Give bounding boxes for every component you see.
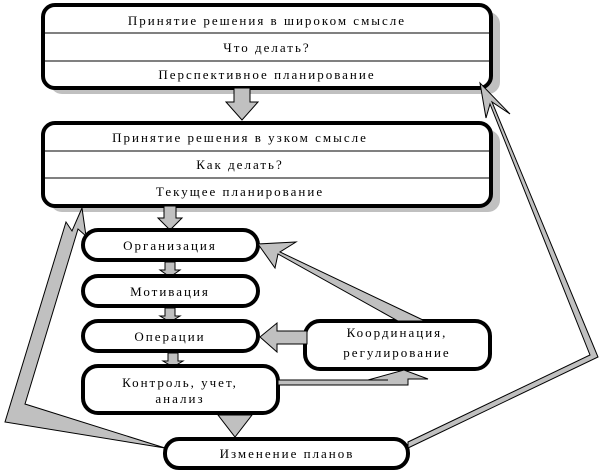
motivation-box <box>81 274 260 308</box>
feedback-arrow-to-tactical-block <box>4 206 166 449</box>
control-label-line2: анализ <box>155 391 204 406</box>
strategic-row-3: Перспективное планирование <box>158 67 375 82</box>
arrow-coordination-to-operations <box>259 321 308 354</box>
organization-box <box>81 228 260 262</box>
tactical-row-3: Текущее планирование <box>156 184 324 199</box>
coordination-label-line1: Координация, <box>347 325 448 340</box>
tactical-row-2: Как делать? <box>196 157 284 172</box>
control-box <box>81 364 280 415</box>
block-frame <box>41 3 493 90</box>
arrow-control-to-plan-change <box>216 414 254 438</box>
plan-change-box <box>163 437 410 470</box>
block-frame <box>41 121 493 208</box>
tactical-decision-block: Принятие решения в узком смысле Как дела… <box>41 121 500 212</box>
arrow-control-to-coordination <box>277 369 429 386</box>
arrow-down-to-organization <box>156 205 184 231</box>
arrow-down-strategic-to-tactical <box>224 87 260 121</box>
feedback-arrow-to-strategic-block <box>407 81 599 449</box>
coordination-label-line2: регулирование <box>343 345 450 360</box>
operations-box <box>81 319 260 353</box>
motivation-label: Мотивация <box>130 284 210 299</box>
organization-label: Организация <box>123 238 217 253</box>
tactical-row-1: Принятие решения в узком смысле <box>112 130 368 145</box>
strategic-decision-block: Принятие решения в широком смысле Что де… <box>41 3 500 94</box>
plan-change-label: Изменение планов <box>220 446 355 461</box>
control-label-line1: Контроль, учет, <box>122 375 238 390</box>
operations-label: Операции <box>134 329 205 344</box>
arrow-coordination-to-organization <box>257 241 426 322</box>
strategic-row-1: Принятие решения в широком смысле <box>128 13 406 28</box>
strategic-row-2: Что делать? <box>223 40 310 55</box>
arrow-down-to-motivation <box>158 261 182 278</box>
